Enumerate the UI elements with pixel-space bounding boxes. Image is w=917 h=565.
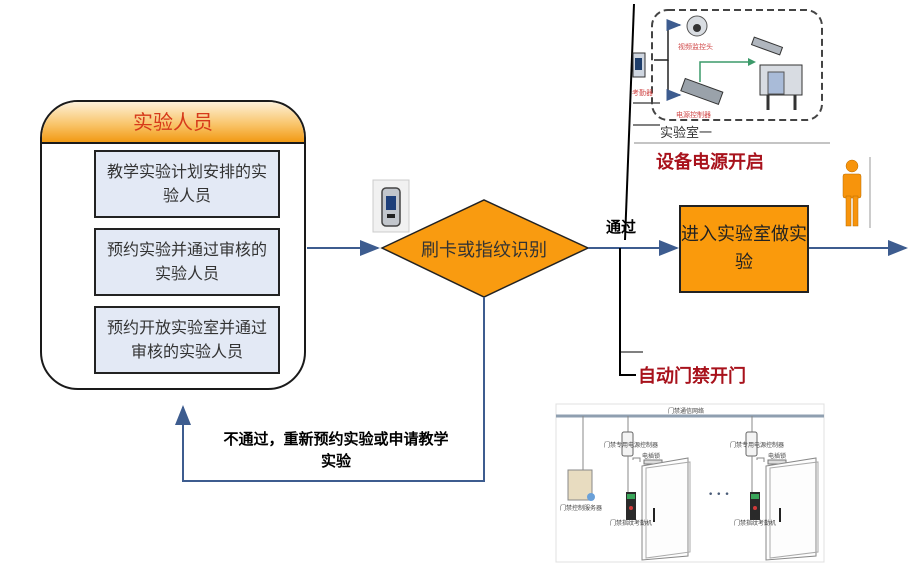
lab-arrow-power xyxy=(666,60,682,101)
fail-label: 不通过，重新预约实验或申请教学实验 xyxy=(223,430,449,470)
reader-led-1 xyxy=(629,506,633,510)
wire-lock-1 xyxy=(632,457,641,462)
power-controller-icon xyxy=(680,77,724,106)
person-icon-exit xyxy=(842,159,862,227)
camera-label: 视频监控头 xyxy=(678,43,713,51)
door-2-inner xyxy=(769,461,819,559)
camera-lens xyxy=(693,24,701,32)
power-controller-label-1: 门禁专用电源控制器 xyxy=(604,442,659,449)
reader-label-1: 门禁指纹考勤机 xyxy=(610,520,653,527)
door-1-inner xyxy=(645,461,691,559)
instrument-panel xyxy=(767,71,785,95)
lock-label-1: 电插锁 xyxy=(642,453,661,460)
power-controller-label-2: 门禁专用电源控制器 xyxy=(730,442,785,449)
wire-lock-2 xyxy=(756,457,765,462)
category-reserved-experiment: 预约实验并通过审核的实验人员 xyxy=(94,228,280,296)
server-label: 门禁控制服务器 xyxy=(560,505,603,512)
category-open-lab: 预约开放实验室并通过审核的实验人员 xyxy=(94,306,280,374)
reader-screen-1 xyxy=(627,494,635,499)
personnel-panel-title: 实验人员 xyxy=(42,102,304,144)
lab-arrow-green xyxy=(699,61,748,82)
arrow-fail-loop xyxy=(175,297,485,482)
power-controller-label: 电源控制器 xyxy=(676,111,711,119)
category-teaching-plan: 教学实验计划安排的实验人员 xyxy=(94,150,280,218)
fingerprint-reader-icon xyxy=(372,179,410,233)
attendance-label: 考勤器 xyxy=(632,89,653,97)
network-label: 门禁通信网络 xyxy=(668,408,705,415)
enter-lab-box: 进入实验室做实验 xyxy=(679,205,809,293)
decision-label: 刷卡或指纹识别 xyxy=(421,240,547,261)
keyboard-icon xyxy=(750,36,784,56)
pass-label: 通过 xyxy=(606,218,637,236)
personnel-panel: 实验人员 教学实验计划安排的实验人员 预约实验并通过审核的实验人员 预约开放实验… xyxy=(40,100,306,390)
attendance-screen xyxy=(635,58,642,70)
lab-arrow-camera xyxy=(654,19,682,61)
line-to-door-open xyxy=(619,248,636,376)
door-2 xyxy=(765,457,817,561)
lab-dashed-region xyxy=(651,9,823,121)
lock-label-2: 电插锁 xyxy=(768,453,787,460)
power-on-label: 设备电源开启 xyxy=(656,152,764,173)
door-1 xyxy=(641,457,689,561)
door-open-label: 自动门禁开门 xyxy=(638,366,746,387)
line-to-power-on xyxy=(624,3,635,241)
reader-label-2: 门禁指纹考勤机 xyxy=(734,520,777,527)
server-user-icon xyxy=(587,493,595,501)
ellipsis-dots: • • • xyxy=(708,490,730,500)
green-arrowhead xyxy=(748,58,756,66)
lab-room-label: 实验室一 xyxy=(660,126,713,141)
reader-screen-2 xyxy=(751,494,759,499)
reader-led-2 xyxy=(753,506,757,510)
